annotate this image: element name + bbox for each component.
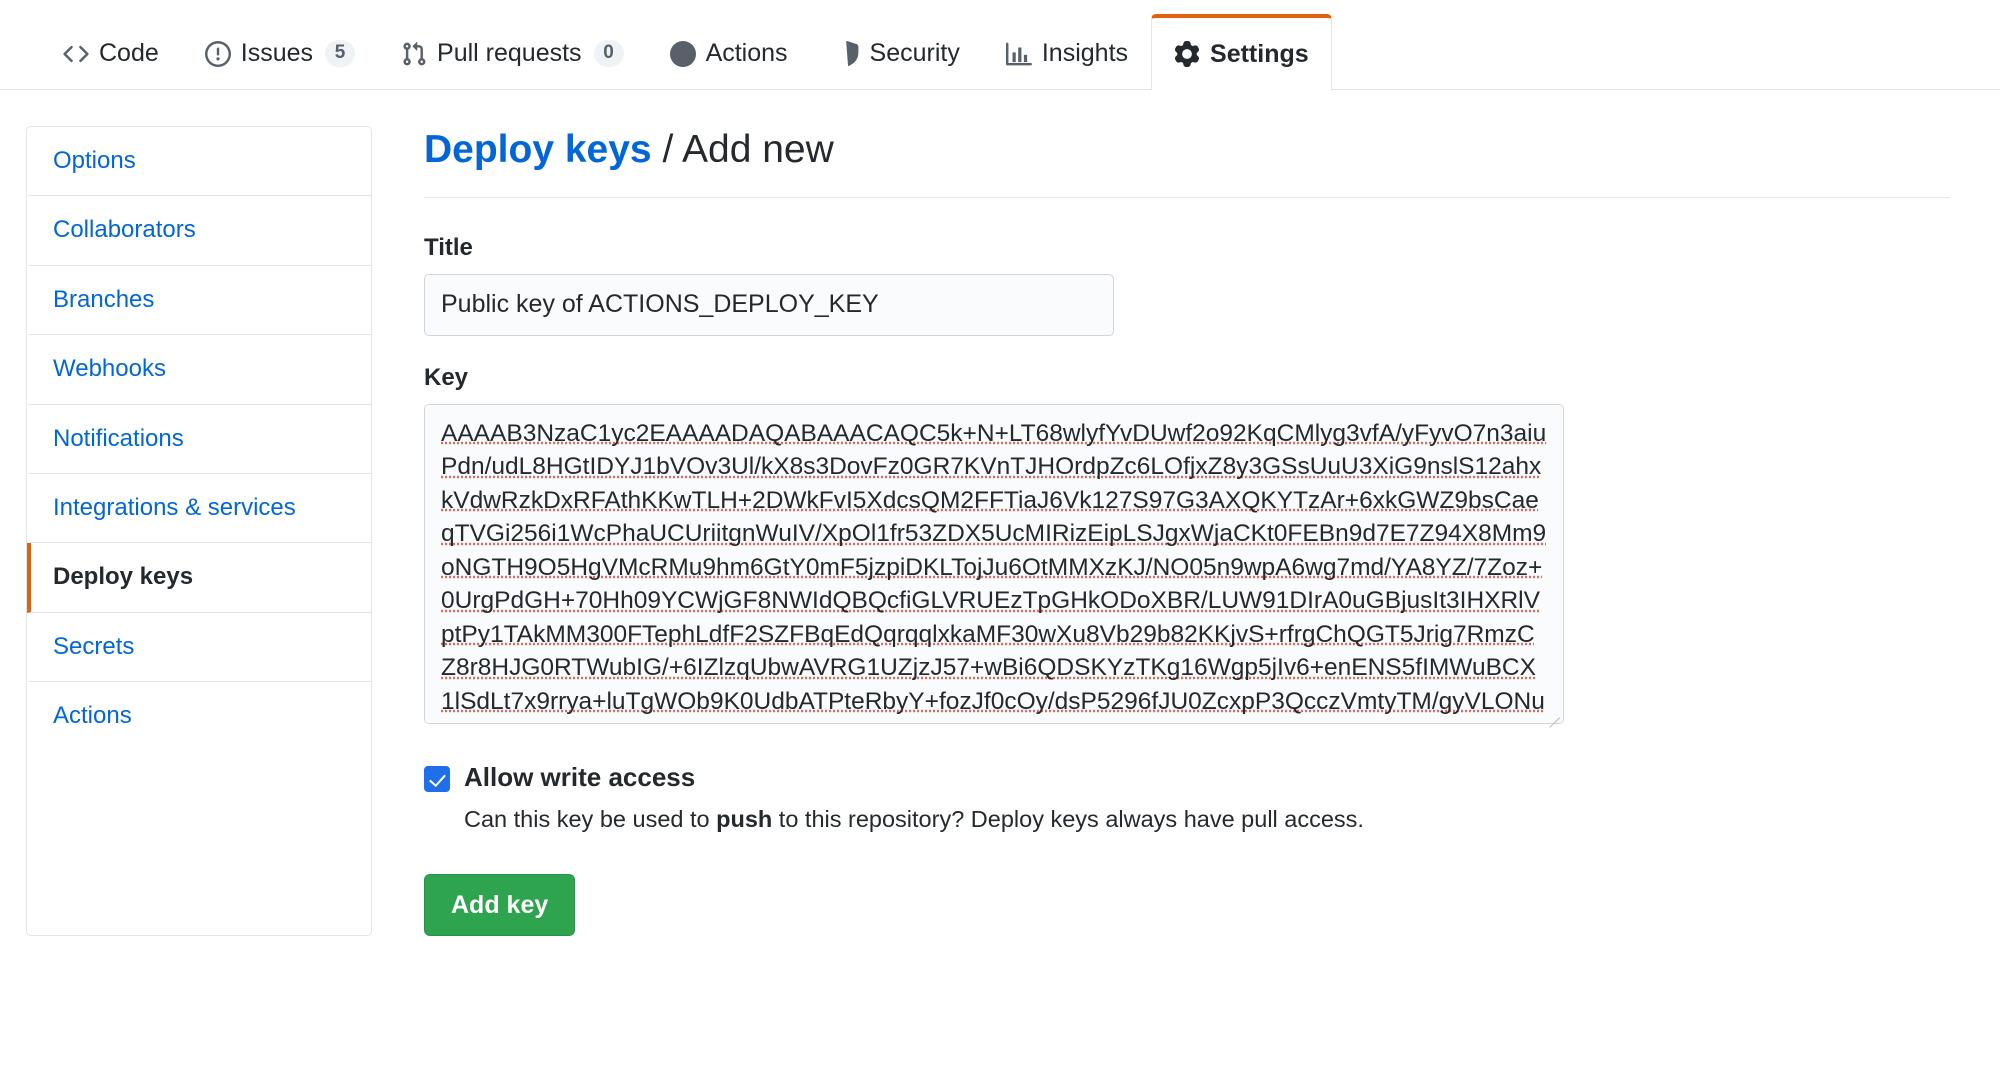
sidebar-item-collaborators[interactable]: Collaborators xyxy=(27,196,371,266)
play-icon xyxy=(669,40,696,67)
repo-nav-tab-label: Pull requests xyxy=(437,39,582,67)
title-field-group: Title xyxy=(424,234,1950,336)
repo-nav-tab-settings[interactable]: Settings xyxy=(1151,14,1332,90)
gear-icon xyxy=(1174,41,1200,67)
repo-nav-tab-actions[interactable]: Actions xyxy=(647,17,811,89)
title-input[interactable] xyxy=(424,273,1114,336)
repo-nav-tab-label: Insights xyxy=(1041,39,1129,67)
repo-nav-tab-label: Issues xyxy=(240,39,314,67)
allow-write-access-description: Can this key be used to push to this rep… xyxy=(464,803,1950,836)
repo-nav-tab-label: Code xyxy=(99,39,159,67)
allow-write-access-row[interactable]: Allow write access xyxy=(424,760,1950,795)
sidebar-item-actions[interactable]: Actions xyxy=(27,682,371,751)
allow-write-access-label: Allow write access xyxy=(464,761,696,792)
pull-requests-count-badge: 0 xyxy=(593,40,624,67)
repo-nav-tab-issues[interactable]: Issues 5 xyxy=(182,17,378,89)
sidebar-item-notifications[interactable]: Notifications xyxy=(27,404,371,474)
issue-opened-icon xyxy=(204,40,231,67)
sidebar-item-deploy-keys[interactable]: Deploy keys xyxy=(27,543,371,613)
sidebar-item-secrets[interactable]: Secrets xyxy=(27,612,371,683)
key-field-group: Key AAAAB3NzaC1yc2EAAAADAQABAAACAQC5k+N+… xyxy=(424,363,1950,728)
repo-nav-tab-security[interactable]: Security xyxy=(811,17,983,89)
graph-icon xyxy=(1005,41,1032,67)
page-title: Deploy keys / Add new xyxy=(424,126,1950,198)
key-label: Key xyxy=(424,363,469,391)
allow-write-access-checkbox[interactable] xyxy=(424,765,450,792)
repo-nav-tab-pull-requests[interactable]: Pull requests 0 xyxy=(378,17,647,89)
key-textarea[interactable]: AAAAB3NzaC1yc2EAAAADAQABAAACAQC5k+N+LT68… xyxy=(424,403,1564,724)
shield-icon xyxy=(834,40,860,67)
sidebar-item-integrations-services[interactable]: Integrations & services xyxy=(27,473,371,544)
page-body: Options Collaborators Branches Webhooks … xyxy=(0,90,2000,936)
add-key-button[interactable]: Add key xyxy=(424,873,576,936)
breadcrumb-deploy-keys-link[interactable]: Deploy keys xyxy=(424,128,652,171)
main-content: Deploy keys / Add new Title Key AAAAB3Nz… xyxy=(424,126,1960,936)
sidebar-item-options[interactable]: Options xyxy=(27,127,371,197)
settings-sidebar: Options Collaborators Branches Webhooks … xyxy=(26,126,372,936)
repo-nav: Code Issues 5 Pull requests 0 Actions Se… xyxy=(0,0,2000,90)
title-label: Title xyxy=(424,233,473,261)
breadcrumb-separator: / xyxy=(662,128,674,171)
repo-nav-tab-insights[interactable]: Insights xyxy=(983,17,1151,89)
issues-count-badge: 5 xyxy=(325,40,356,67)
note-text-bold: push xyxy=(716,805,773,832)
repo-nav-tab-label: Settings xyxy=(1210,39,1309,68)
code-icon xyxy=(63,41,89,67)
repo-nav-tab-code[interactable]: Code xyxy=(40,17,182,89)
repo-nav-tab-label: Security xyxy=(869,39,960,67)
note-text-post: to this repository? Deploy keys always h… xyxy=(772,805,1364,832)
repo-nav-tab-label: Actions xyxy=(705,39,788,67)
git-pull-request-icon xyxy=(401,41,427,67)
sidebar-item-webhooks[interactable]: Webhooks xyxy=(27,335,371,405)
breadcrumb-current: Add new xyxy=(682,128,834,171)
sidebar-item-branches[interactable]: Branches xyxy=(27,265,371,336)
note-text-pre: Can this key be used to xyxy=(464,805,717,832)
